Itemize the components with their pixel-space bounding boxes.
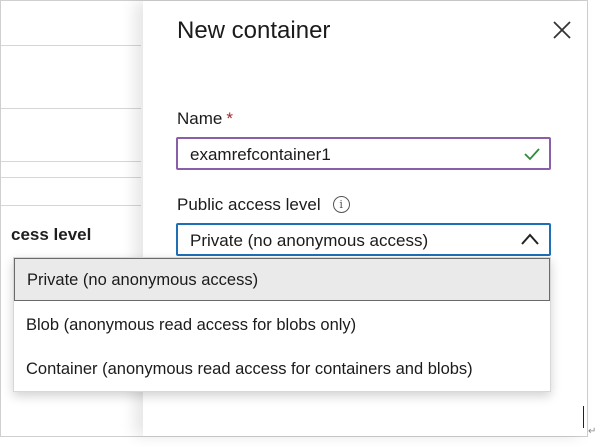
name-label: Name* [177, 109, 233, 128]
close-button[interactable] [549, 17, 575, 43]
public-access-dropdown: Private (no anonymous access) Blob (anon… [13, 257, 551, 392]
divider [1, 108, 141, 109]
text-cursor-mark [583, 406, 584, 428]
chevron-up-icon [521, 233, 539, 245]
name-input[interactable]: examrefcontainer1 [176, 137, 551, 170]
info-icon[interactable]: i [332, 196, 350, 213]
public-access-select[interactable]: Private (no anonymous access) [176, 223, 551, 256]
background-field-label: cess level [11, 225, 92, 244]
window-frame: cess level New container Name* examrefco… [0, 0, 588, 437]
dropdown-option-container[interactable]: Container (anonymous read access for con… [26, 360, 473, 378]
page-marker: ↵ [588, 426, 597, 437]
divider [1, 45, 141, 46]
divider [1, 161, 141, 162]
divider [1, 205, 141, 206]
required-mark: * [226, 109, 233, 128]
name-input-value: examrefcontainer1 [190, 145, 331, 164]
divider [1, 177, 141, 178]
dropdown-option-blob[interactable]: Blob (anonymous read access for blobs on… [26, 316, 357, 334]
checkmark-icon [524, 148, 540, 161]
public-access-selected-value: Private (no anonymous access) [190, 231, 429, 250]
close-icon [553, 21, 571, 39]
dropdown-option-private[interactable]: Private (no anonymous access) [14, 258, 550, 301]
panel-title: New container [177, 17, 331, 44]
